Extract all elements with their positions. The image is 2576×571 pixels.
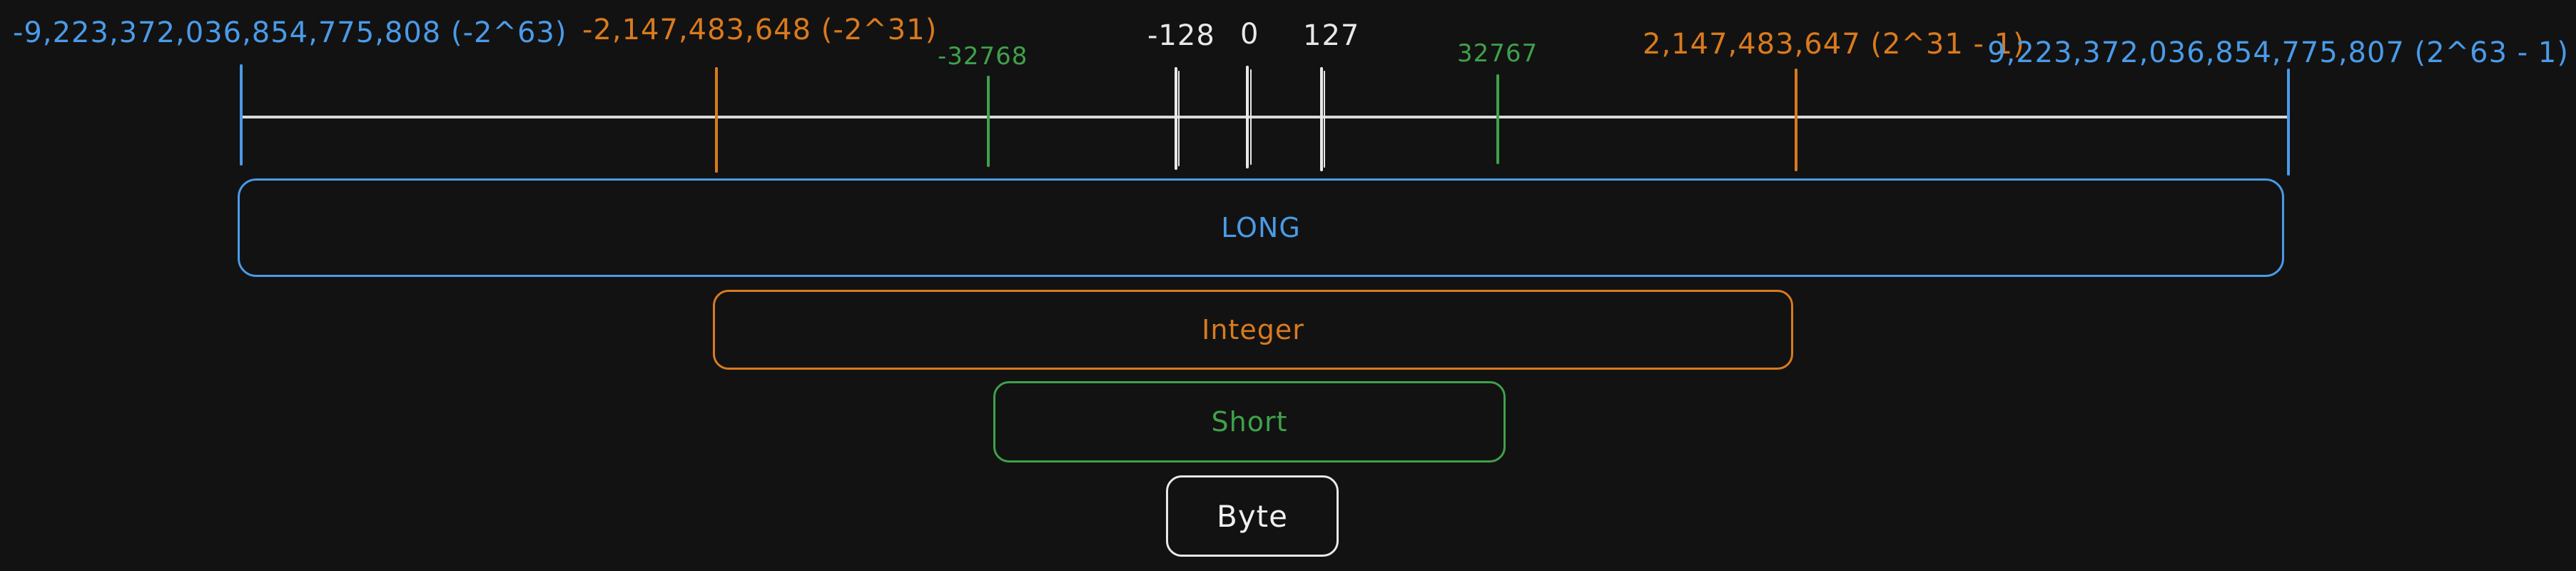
label-zero: 0 <box>1240 18 1259 51</box>
tick-byte-min <box>1175 67 1180 170</box>
label-short-min: -32768 <box>938 42 1028 71</box>
label-short-max: 32767 <box>1457 39 1538 68</box>
label-long-max: 9,223,372,036,854,775,807 (2^63 - 1) <box>1987 36 2569 69</box>
byte-box-label: Byte <box>1217 498 1288 534</box>
label-byte-min: -128 <box>1147 19 1215 52</box>
label-int-max: 2,147,483,647 (2^31 - 1) <box>1643 28 2025 61</box>
integer-box-label: Integer <box>1202 314 1304 345</box>
long-range-box: LONG <box>238 178 2284 277</box>
label-byte-max: 127 <box>1303 19 1360 52</box>
byte-range-box: Byte <box>1166 475 1339 557</box>
label-long-min: -9,223,372,036,854,775,808 (-2^63) <box>13 16 567 49</box>
short-range-box: Short <box>993 381 1506 463</box>
tick-zero <box>1246 66 1252 168</box>
tick-byte-max <box>1320 67 1325 171</box>
integer-range-box: Integer <box>713 290 1793 370</box>
long-box-label: LONG <box>1221 212 1301 243</box>
label-int-min: -2,147,483,648 (-2^31) <box>582 14 938 46</box>
short-box-label: Short <box>1211 406 1288 438</box>
